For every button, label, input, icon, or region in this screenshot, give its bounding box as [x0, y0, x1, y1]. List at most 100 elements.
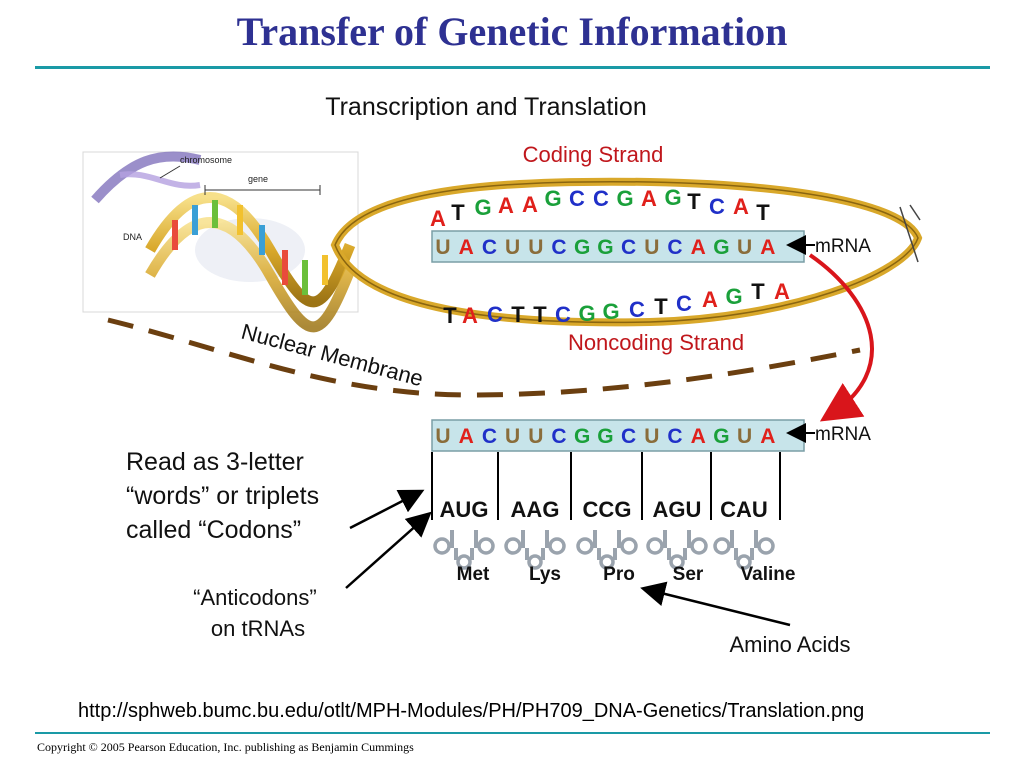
mrna-base: C — [667, 425, 682, 448]
coding-base: T — [756, 200, 770, 225]
mrna-base: C — [621, 236, 636, 259]
codons-callout-arrow — [349, 489, 425, 530]
source-url: http://sphweb.bumc.bu.edu/otlt/MPH-Modul… — [78, 700, 865, 722]
noncoding-base: A — [702, 287, 718, 312]
amino-acids-callout-arrow — [640, 581, 791, 627]
mrna-base: C — [482, 236, 497, 259]
amino-acid-list: Met Lys Pro Ser Valine — [457, 564, 796, 585]
anticodons-callout-line-1: “Anticodons” — [193, 585, 317, 610]
mrna-export-arrow — [808, 253, 874, 422]
coding-base: C — [593, 186, 609, 211]
amino-acid-label: Ser — [673, 564, 704, 585]
mrna-base: C — [551, 236, 566, 259]
diagram-heading: Transcription and Translation — [325, 93, 646, 121]
mrna-base: A — [760, 425, 775, 448]
amino-acids-callout: Amino Acids — [729, 632, 850, 657]
codon-label: CAU — [720, 497, 768, 522]
mrna-base: A — [760, 236, 775, 259]
mrna-base: U — [737, 425, 752, 448]
mrna-label-bottom: mRNA — [815, 424, 871, 445]
amino-acid-label: Pro — [603, 564, 635, 585]
codon-label: CCG — [583, 497, 632, 522]
noncoding-base: C — [629, 297, 645, 322]
noncoding-base: A — [774, 279, 790, 304]
coding-base: G — [664, 185, 681, 210]
coding-base: C — [709, 194, 725, 219]
trna-icon — [646, 530, 708, 570]
codons-callout-line-1: Read as 3-letter — [126, 448, 304, 476]
trna-list — [433, 530, 775, 570]
mrna-base: G — [574, 425, 590, 448]
footer-divider — [35, 732, 990, 734]
coding-base: A — [430, 206, 446, 231]
coding-base: A — [522, 192, 538, 217]
noncoding-base: G — [725, 284, 742, 309]
nuclear-membrane — [107, 317, 861, 398]
amino-acid-label: Lys — [529, 564, 561, 585]
mrna-base: U — [528, 425, 543, 448]
mrna-base: A — [459, 236, 474, 259]
anticodons-callout: “Anticodons” on tRNAs — [193, 585, 323, 641]
mrna-base: G — [713, 236, 729, 259]
noncoding-base: A — [462, 303, 478, 328]
codons-callout: Read as 3-letter “words” or triplets cal… — [126, 448, 326, 544]
mrna-base: U — [505, 236, 520, 259]
codon-label: AAG — [511, 497, 560, 522]
mrna-base: G — [597, 236, 613, 259]
noncoding-base: C — [676, 291, 692, 316]
coding-base: A — [498, 193, 514, 218]
unwound-dna-loop — [330, 177, 923, 327]
codons-callout-line-2: “words” or triplets — [126, 482, 319, 510]
copyright-notice: Copyright © 2005 Pearson Education, Inc.… — [37, 740, 414, 754]
mrna-base: A — [459, 425, 474, 448]
chromosome-label: chromosome — [180, 155, 232, 165]
coding-base: T — [451, 200, 465, 225]
mrna-base: C — [667, 236, 682, 259]
noncoding-base: G — [578, 301, 595, 326]
mrna-base: U — [644, 236, 659, 259]
codon-dividers — [431, 452, 781, 520]
noncoding-base: T — [443, 303, 457, 328]
mrna-base: U — [435, 425, 450, 448]
noncoding-base: G — [602, 299, 619, 324]
noncoding-base: T — [751, 279, 765, 304]
coding-base: G — [616, 186, 633, 211]
slide-title: Transfer of Genetic Information — [236, 9, 788, 54]
mrna-base: C — [621, 425, 636, 448]
mrna-base: G — [597, 425, 613, 448]
gene-label: gene — [248, 174, 268, 184]
coding-base: T — [687, 189, 701, 214]
trna-icon — [433, 530, 495, 570]
mrna-base: A — [691, 425, 706, 448]
coding-base: A — [733, 194, 749, 219]
mrna-base: G — [574, 236, 590, 259]
mrna-base: U — [528, 236, 543, 259]
codon-label: AUG — [440, 497, 489, 522]
coding-strand-label: Coding Strand — [523, 142, 664, 167]
mrna-base: C — [482, 425, 497, 448]
noncoding-strand-label: Noncoding Strand — [568, 330, 744, 355]
amino-acid-label: Valine — [741, 564, 796, 585]
noncoding-base: T — [654, 294, 668, 319]
noncoding-base: T — [511, 302, 525, 327]
codons-callout-line-3: called “Codons” — [126, 516, 301, 544]
mrna-base: G — [713, 425, 729, 448]
amino-acid-label: Met — [457, 564, 490, 585]
coding-base: A — [641, 186, 657, 211]
dna-chromosome-image: chromosome gene DNA — [82, 151, 359, 333]
coding-base: G — [544, 186, 561, 211]
noncoding-base: C — [555, 302, 571, 327]
title-divider — [35, 66, 990, 69]
anticodons-callout-arrow — [345, 511, 432, 589]
trna-icon — [576, 530, 638, 570]
mrna-base: U — [644, 425, 659, 448]
noncoding-base: T — [533, 302, 547, 327]
coding-base: G — [474, 195, 491, 220]
mrna-base: U — [737, 236, 752, 259]
dna-label: DNA — [123, 232, 142, 242]
